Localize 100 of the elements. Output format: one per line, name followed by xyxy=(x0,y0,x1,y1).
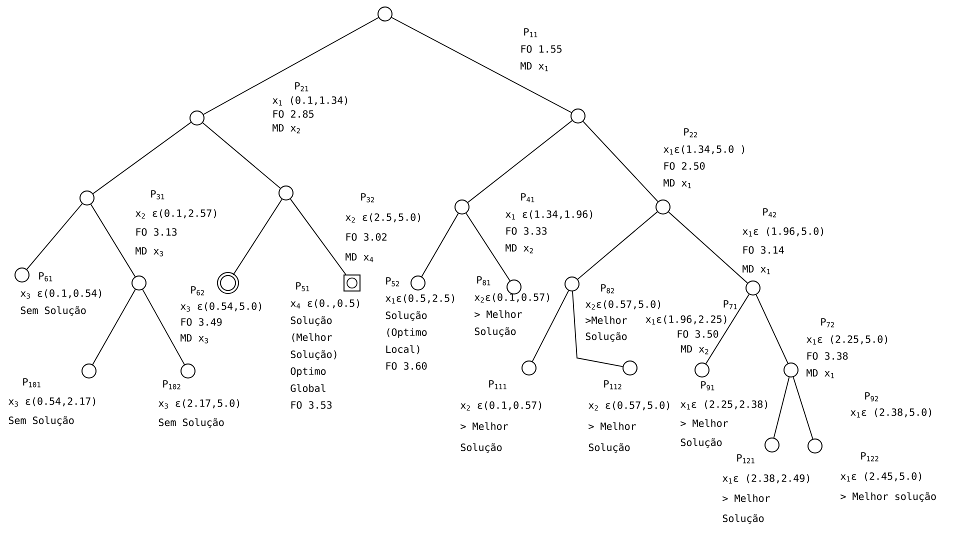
node-label: MD x$_{3}$ xyxy=(136,247,163,256)
node-label: x$_{1}$ε(0.5,2.5) xyxy=(386,294,454,304)
node-circle xyxy=(14,268,30,282)
node-label: > Melhor xyxy=(474,310,522,318)
node-circle xyxy=(454,200,470,214)
node-label: FO 2.50 xyxy=(664,162,705,170)
node-circle xyxy=(570,108,586,124)
node-circle xyxy=(808,438,823,454)
tree-branch xyxy=(232,198,282,276)
node-label: FO 3.14 xyxy=(743,246,784,254)
tree-branch xyxy=(290,198,346,275)
node-label: (Optimo xyxy=(387,328,427,338)
tree-branch xyxy=(668,212,748,284)
node-circle xyxy=(564,276,580,292)
node-label: x$_{3}$ ε(0.1,0.54) xyxy=(20,289,102,299)
node-label: P$_{41}$ xyxy=(521,193,534,202)
node-circle xyxy=(410,276,426,290)
node-label: x$_{1}$ε(1.96,2.25) xyxy=(646,315,726,324)
tree-branch xyxy=(421,213,459,277)
node-label: x$_{1}$ε (1.96,5.0) xyxy=(742,227,824,236)
tree-branch xyxy=(203,17,379,115)
node-circle xyxy=(656,200,670,214)
node-label: FO 3.60 xyxy=(386,362,427,370)
tree-branch xyxy=(577,211,658,280)
node-label: P$_{61}$ xyxy=(39,272,52,282)
node-label: Sem Solução xyxy=(158,418,224,428)
node-label: P$_{102}$ xyxy=(163,380,180,390)
node-circle xyxy=(132,276,146,290)
node-label: Solução xyxy=(460,443,502,453)
node-label: FO 3.50 xyxy=(678,330,718,338)
tree-branch xyxy=(582,121,658,202)
node-label: FO 3.53 xyxy=(291,401,332,409)
node-label: FO 1.55 xyxy=(521,45,562,53)
node-label: x$_{2}$ ε(0.1,0.57) xyxy=(460,401,542,411)
node-label: x$_{2}$ε(0.57,5.0) xyxy=(586,300,660,310)
node-label: MD x$_{3}$ xyxy=(180,334,208,344)
node-label: x$_{3}$ ε(0.54,2.17) xyxy=(8,397,96,407)
node-label: P$_{32}$ xyxy=(361,193,374,202)
node-label: P$_{42}$ xyxy=(763,208,776,218)
node-label: Global xyxy=(290,384,326,392)
tree-branch xyxy=(773,376,790,438)
node-label: FO 3.33 xyxy=(506,227,547,235)
node-label: x$_{1}$ε(1.34,5.0 ) xyxy=(664,145,744,154)
tree-branch xyxy=(572,291,624,368)
boxed-circle xyxy=(344,274,360,292)
node-label: P$_{71}$ xyxy=(724,300,737,310)
double-circle xyxy=(217,272,239,294)
node-label: Local) xyxy=(386,345,420,354)
node-label: MD x$_{2}$ xyxy=(506,244,533,254)
node-circle xyxy=(180,364,196,378)
node-label: x$_{1}$ε (2.38,2.49) xyxy=(722,474,810,484)
node-circle xyxy=(784,362,798,378)
node-label: MD x$_{1}$ xyxy=(520,62,548,72)
node-circle xyxy=(764,438,780,452)
node-label: x$_{2}$ ε(0.57,5.0) xyxy=(588,401,670,411)
node-label: P$_{91}$ xyxy=(701,381,714,390)
node-label: x$_{2}$ ε(2.5,5.0) xyxy=(346,213,420,223)
node-circle xyxy=(506,280,522,294)
tree-branch xyxy=(92,122,192,194)
node-label: > Melhor xyxy=(460,422,508,430)
node-label: MD x$_{1}$ xyxy=(664,179,692,188)
tree-branch xyxy=(391,17,572,113)
node-label: > Melhor xyxy=(722,494,770,502)
node-circle xyxy=(190,110,204,126)
node-label: Optimo xyxy=(290,367,326,377)
tree-branch xyxy=(467,120,573,203)
node-label: P$_{121}$ xyxy=(737,454,754,464)
node-label: P$_{11}$ xyxy=(524,28,538,38)
node-label: FO 3.13 xyxy=(136,228,177,236)
node-label: > Melhor solução xyxy=(840,492,936,502)
node-label: > Melhor xyxy=(680,419,728,427)
node-label: P$_{72}$ xyxy=(821,318,834,328)
tree-branch xyxy=(142,289,185,365)
node-circle xyxy=(82,364,96,378)
node-circle xyxy=(622,360,638,376)
node-label: P$_{81}$ xyxy=(477,276,490,286)
node-label: x$_{1}$ (0.1,1.34) xyxy=(272,96,348,106)
node-label: Solução xyxy=(722,514,764,524)
node-circle xyxy=(694,362,710,378)
node-label: P$_{112}$ xyxy=(604,380,622,390)
tree-branch xyxy=(92,289,136,365)
node-label: FO 3.49 xyxy=(181,318,222,326)
node-label: P$_{82}$ xyxy=(601,284,614,294)
node-label: Sem Solução xyxy=(20,306,86,316)
node-label: P$_{101}$ xyxy=(23,378,40,388)
node-label: (Melhor xyxy=(292,333,332,342)
node-label: P$_{22}$ xyxy=(684,128,698,138)
node-label: P$_{31}$ xyxy=(151,190,164,200)
node-label: MD x$_{2}$ xyxy=(272,124,300,134)
node-circle xyxy=(746,280,760,296)
node-label: x$_{1}$ε (2.45,5.0) xyxy=(840,472,922,482)
node-label: >Melhor xyxy=(586,316,627,324)
tree-branch xyxy=(756,294,788,364)
tree-branch xyxy=(202,122,281,189)
tree-branch xyxy=(90,204,136,278)
node-label: Solução xyxy=(586,332,627,342)
node-label: FO 2.85 xyxy=(273,110,314,118)
node-label: MD x$_{2}$ xyxy=(680,345,708,354)
node-circle xyxy=(80,190,94,206)
node-label: P$_{51}$ xyxy=(296,282,310,292)
